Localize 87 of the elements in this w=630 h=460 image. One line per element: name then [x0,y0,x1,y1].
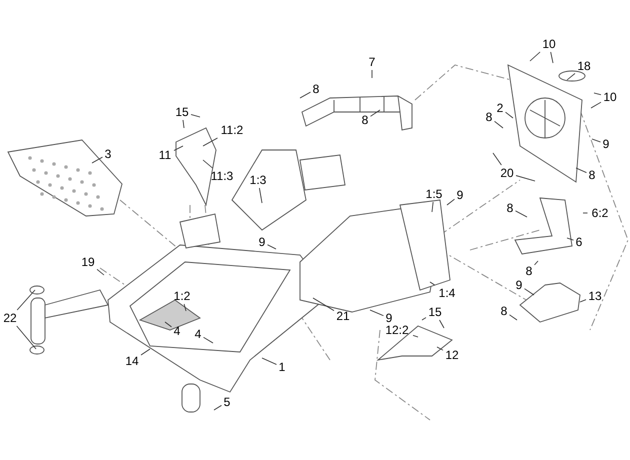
callout-number: 18 [576,59,592,73]
callout-number: 1:2 [170,289,194,303]
callout-number: 8 [524,264,534,278]
leader-line [370,110,380,117]
leader-line [262,358,277,365]
callout-number: 9 [258,235,266,249]
callout-number: 9 [456,188,464,202]
leader-line [267,244,276,250]
callout-number: 7 [368,55,376,69]
leader-line [96,268,104,276]
leader-line [492,152,502,166]
leader-line [202,160,213,168]
leader-line [190,114,200,118]
leader-line [259,188,262,204]
callout-number: 1:5 [422,187,446,201]
callout-number: 9 [384,311,394,325]
leader-line [566,238,574,241]
callout-number: 9 [602,137,610,151]
callout-number: 4 [194,327,202,341]
callout-number: 8 [588,168,596,182]
leader-line [184,304,186,312]
callout-number: 2 [496,101,504,115]
leader-line [509,314,518,320]
leader-line [494,120,504,128]
callout-number: 12 [444,348,460,362]
leader-line [566,73,576,80]
callout-number: 22 [2,311,18,325]
callout-number: 15 [427,305,443,319]
callout-number: 19 [80,255,96,269]
callout-number: 20 [499,166,515,180]
callout-number: 21 [335,309,351,323]
callout-number: 6 [574,235,584,249]
callout-number: 1:4 [436,286,458,300]
leader-line [430,282,436,286]
leader-line [214,404,222,410]
callout-number: 8 [484,110,494,124]
leader-line [370,310,384,316]
leader-line [580,299,586,302]
callout-number: 10 [541,37,557,51]
callout-number: 8 [506,201,514,215]
callout-number: 5 [222,395,232,409]
leader-line [524,288,534,296]
callout-number: 10 [602,90,618,104]
leader-line [590,102,602,108]
leader-line [439,320,444,328]
callout-number: 14 [124,354,140,368]
leader-line [530,52,540,62]
callout-number: 8 [500,304,508,318]
leader-line [16,326,36,350]
callout-number: 9 [514,278,524,292]
callout-number: 6:2 [588,206,612,220]
callout-number: 4 [172,324,182,338]
leader-line [174,146,184,151]
leader-line [182,120,184,128]
leader-line [576,168,587,173]
leader-line [594,92,602,96]
leader-line [516,175,536,182]
leader-line [550,52,554,64]
leader-line [202,138,218,146]
leader-line [312,298,334,311]
leader-line [300,92,311,98]
callout-number: 12:2 [382,323,412,337]
callout-number: 8 [360,113,370,127]
leader-line [534,260,538,266]
callout-number: 3 [104,147,112,161]
leader-line [164,322,172,328]
leader-line [515,210,528,218]
callout-number: 1 [278,360,286,374]
leader-line [592,138,601,142]
leader-line [412,334,418,338]
leader-line [422,317,426,320]
leader-line [446,198,455,206]
leader-line [505,112,514,118]
callout-number: 11:3 [207,169,237,183]
callout-number: 8 [312,82,320,96]
leader-line [436,346,444,351]
leader-line [582,212,588,214]
leader-line [432,202,434,212]
callout-number: 11:2 [217,123,247,137]
leader-line [140,348,150,356]
leader-line [16,290,36,310]
leader-line [92,156,103,164]
callout-number: 1:3 [246,173,270,187]
leader-line [203,336,214,344]
callout-number: 15 [174,105,190,119]
callout-number: 13 [587,289,603,303]
callout-number: 11 [157,148,173,162]
